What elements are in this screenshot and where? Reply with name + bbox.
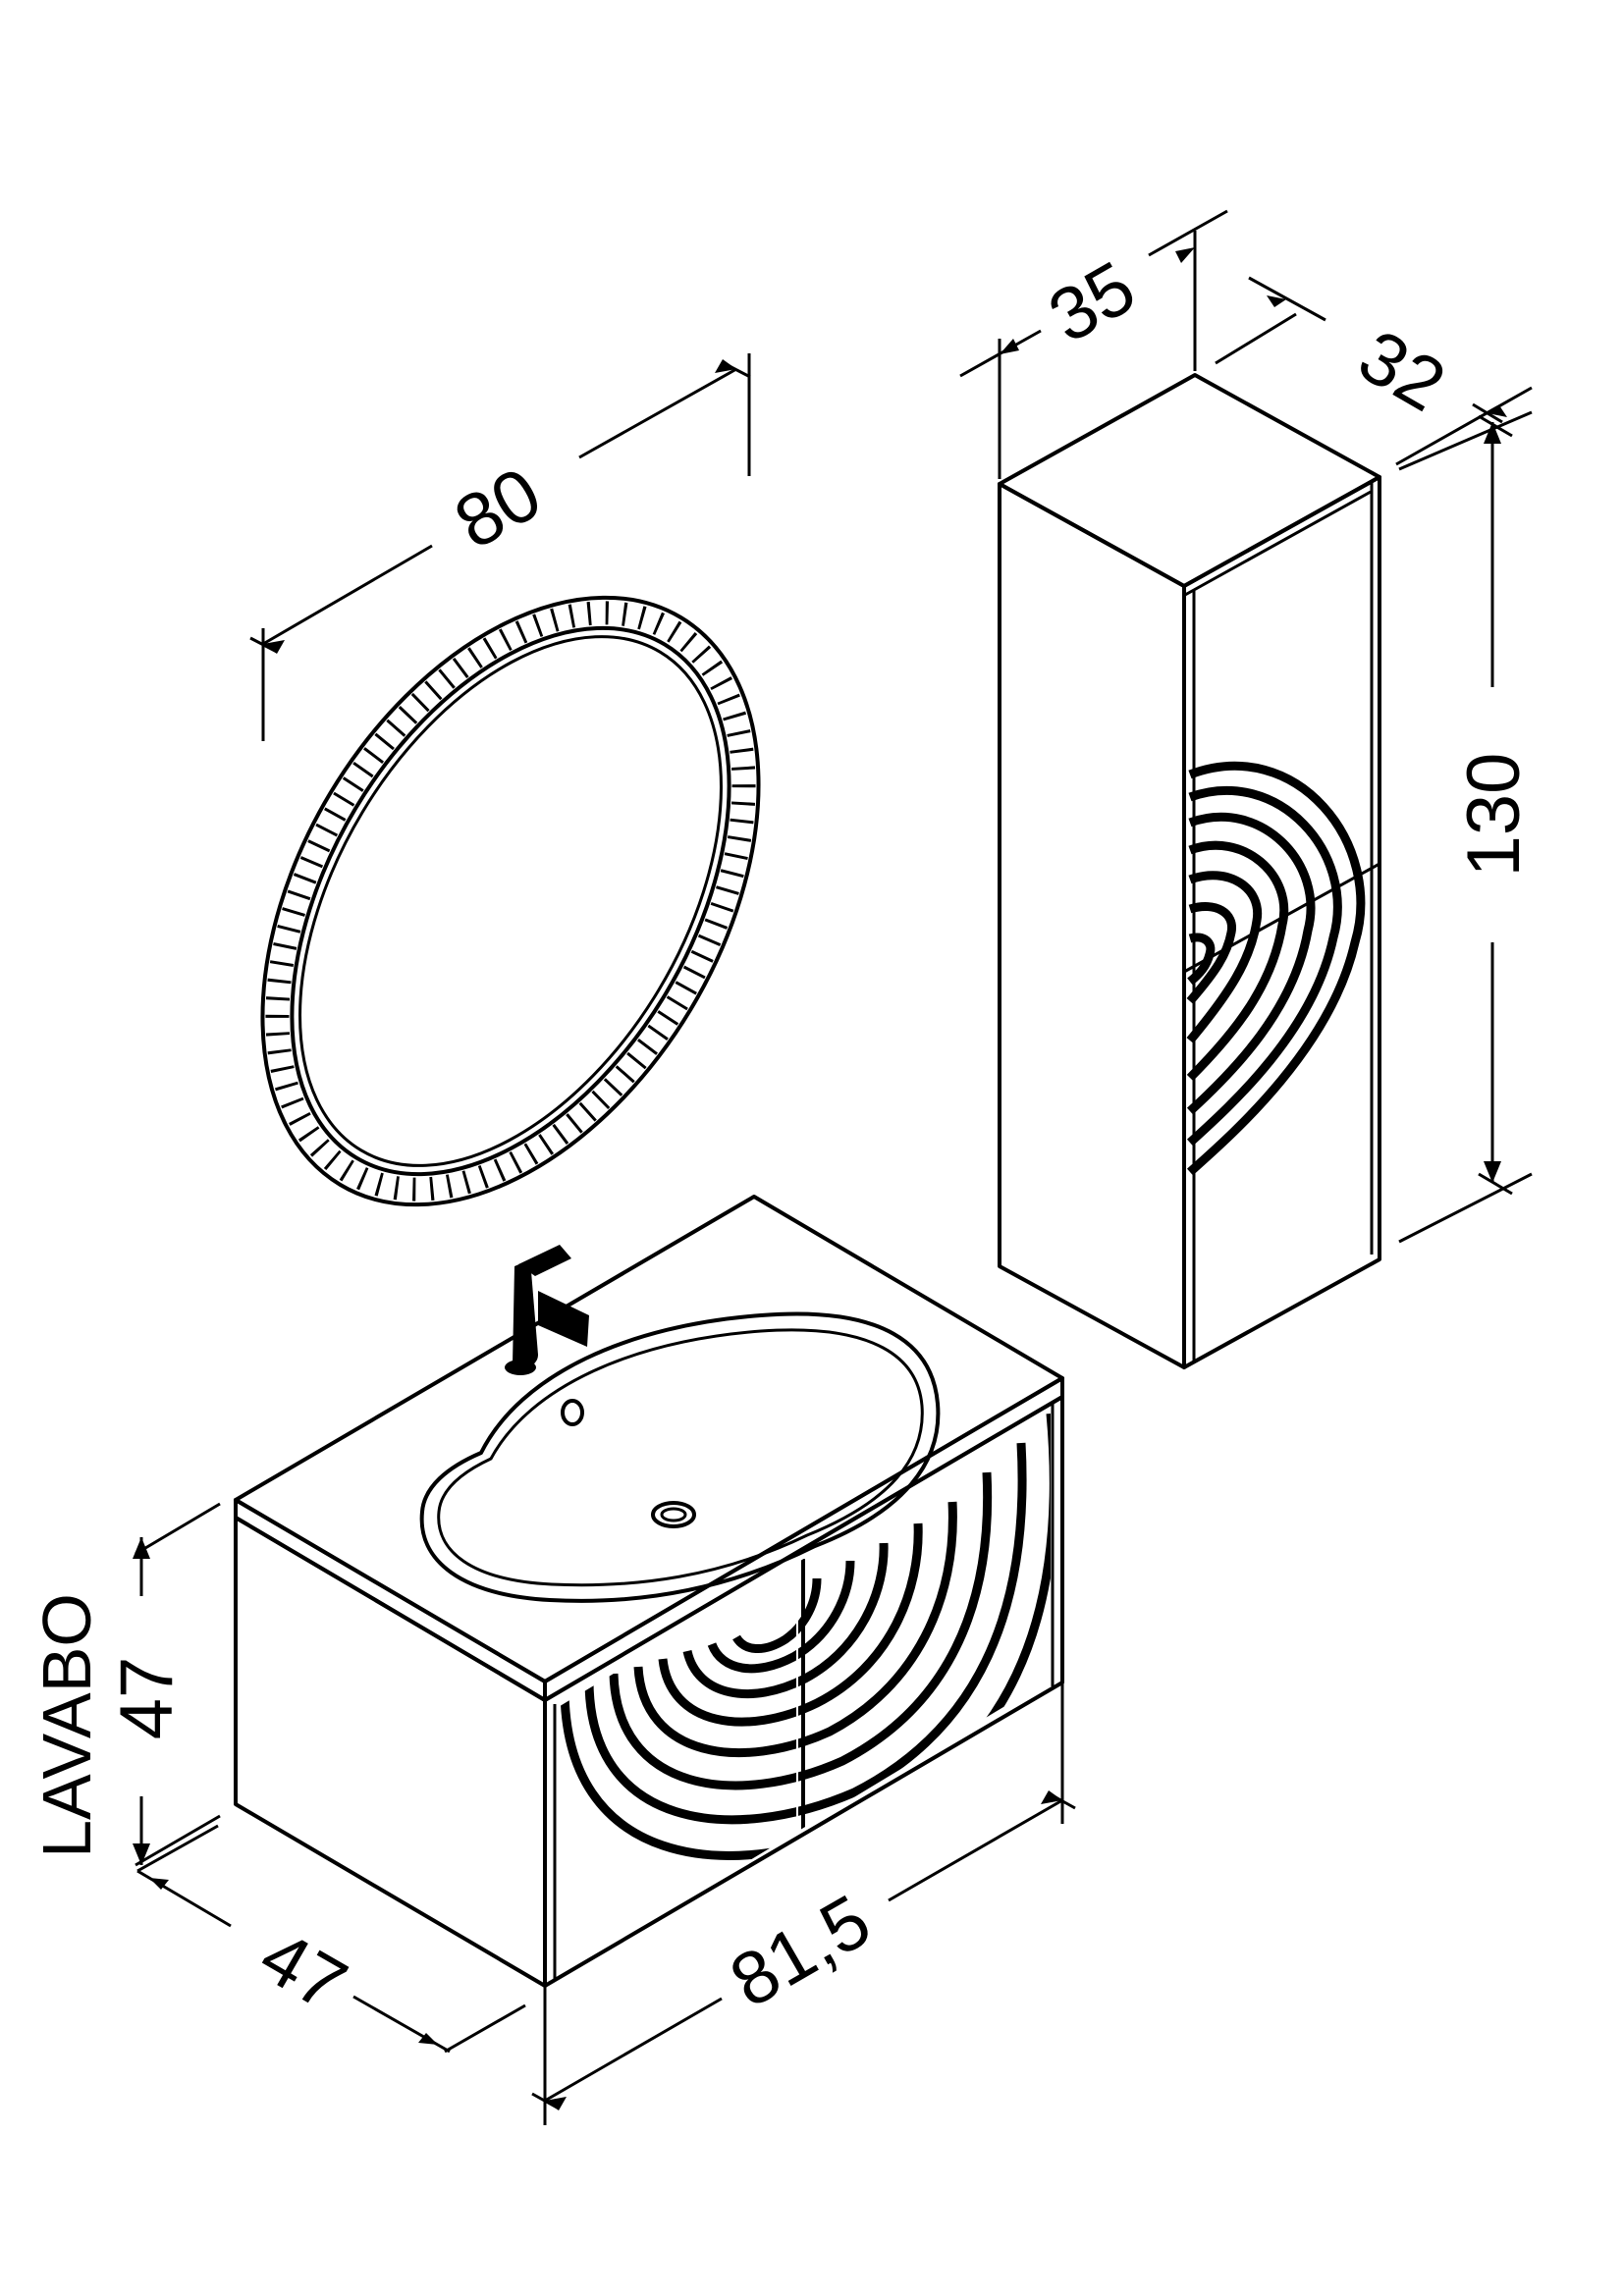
vanity-height-label: 47 [105, 1657, 189, 1740]
mirror-glass [298, 635, 723, 1167]
vanity-side-panel [234, 1516, 547, 1988]
vanity-height-dimension: 47 LAVABO [28, 1502, 221, 1867]
mirror-width-label: 80 [441, 452, 555, 565]
basin-drain [651, 1501, 696, 1528]
mirror-segment-ring [265, 601, 756, 1201]
mirror-inner-rim [290, 625, 731, 1177]
column-width-label: 32 [1345, 314, 1459, 428]
column-wave-decor [1184, 761, 1380, 1176]
vanity-basin [419, 1311, 941, 1603]
faucet [505, 1245, 589, 1375]
vanity-lavabo-label: LAVABO [28, 1593, 105, 1858]
vanity-cabinet [234, 1195, 1064, 1988]
column-depth-dimension: 35 [959, 209, 1228, 479]
vanity-wave-decor [560, 1413, 1051, 1860]
column-top [998, 373, 1381, 588]
column-door [1182, 475, 1381, 1369]
basin-inner-rim [437, 1328, 924, 1587]
basin-outer-rim [419, 1311, 941, 1603]
column-width-dimension: 32 [1215, 276, 1533, 466]
column-height-dimension: 130 [1398, 410, 1536, 1244]
oval-mirror [260, 595, 761, 1207]
vanity-depth-label: 47 [246, 1914, 360, 2028]
tall-column-cabinet [998, 373, 1381, 1369]
basin-overflow [561, 1399, 584, 1426]
column-height-label: 130 [1452, 753, 1536, 878]
column-side-panel [998, 482, 1186, 1369]
vanity-width-label: 81,5 [717, 1879, 885, 2024]
column-depth-label: 35 [1035, 245, 1149, 359]
mirror-outer-rim [260, 595, 761, 1207]
mirror-width-dimension: 80 [249, 353, 751, 741]
